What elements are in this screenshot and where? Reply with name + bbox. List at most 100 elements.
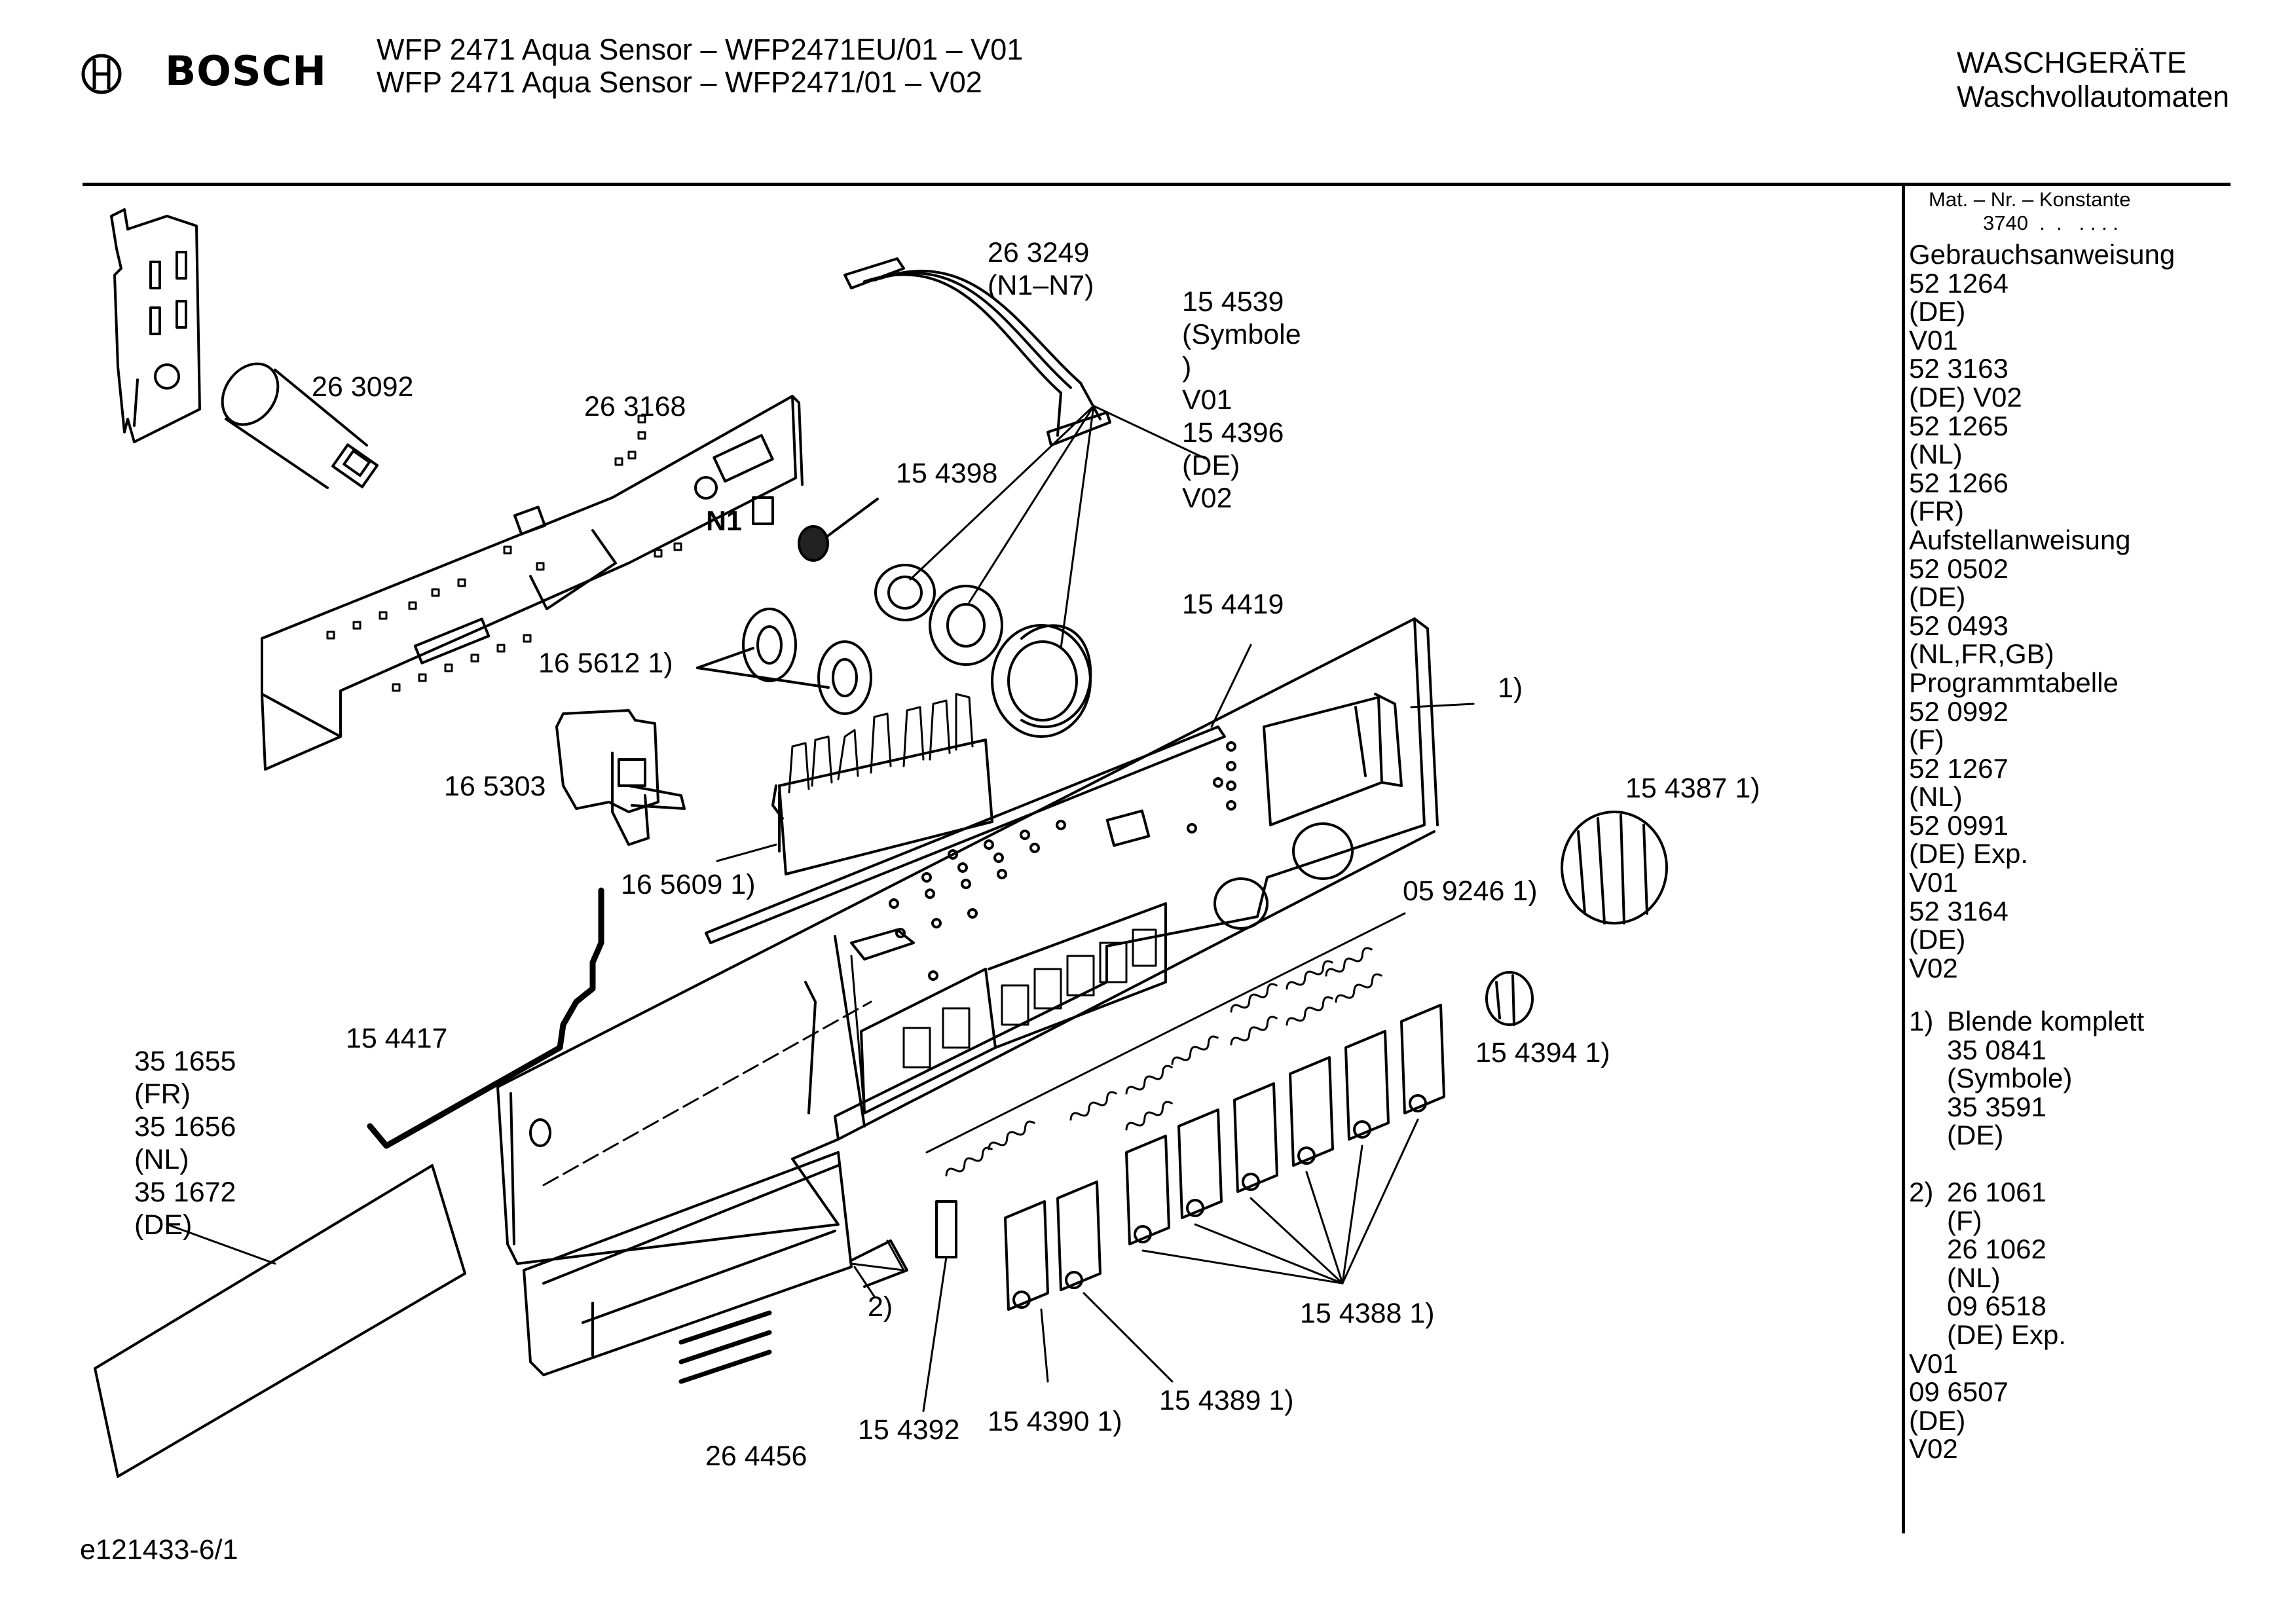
sidebar-note-line: 09 6518 — [1909, 1292, 2144, 1321]
sidebar-note-line: (NL) — [1909, 1264, 2144, 1292]
subcategory-title: Waschvollautomaten — [1957, 80, 2230, 113]
small-plate — [922, 1200, 957, 1412]
sidebar-line: 52 0493 — [1909, 610, 2009, 641]
sidebar-line: 52 1265 — [1909, 410, 2009, 441]
part-label-p154398: 15 4398 — [896, 458, 997, 489]
part-label-line: (DE) — [134, 1209, 192, 1241]
part-label-line: ) — [1182, 352, 1191, 383]
part-label-p059246: 05 9246 1) — [1403, 875, 1538, 907]
sidebar-line: (DE) — [1909, 581, 1966, 613]
sidebar-note-number — [1909, 1093, 1947, 1122]
circuit-board — [261, 395, 804, 771]
part-label-pN1: N1 — [706, 505, 742, 537]
sidebar-line: (F) — [1909, 724, 1944, 756]
sidebar-line: 52 0502 — [1909, 553, 2009, 584]
sidebar-note: 2)26 1061(F)26 1062(NL)09 6518(DE) Exp. — [1909, 1178, 2144, 1349]
part-label-line: (NL) — [134, 1144, 189, 1175]
mat-value: 3740 . . . . . . — [1983, 211, 2119, 236]
part-label-line: 35 1656 — [134, 1111, 236, 1143]
sidebar-line: V01 — [1909, 324, 1958, 356]
part-label-line: V02 — [1182, 483, 1232, 514]
sidebar-note-number: 2) — [1909, 1176, 1934, 1207]
sidebar-tail-line: V02 — [1909, 1433, 1958, 1465]
part-label-line: 16 5609 1) — [621, 869, 756, 900]
sidebar-note-text: (NL) — [1947, 1262, 2001, 1293]
part-label-p263168: 26 3168 — [584, 391, 686, 422]
part-label-line: 26 3168 — [584, 391, 686, 422]
control-panel-blende — [496, 617, 1439, 1384]
sidebar-note-number — [1909, 1264, 1947, 1292]
part-label-p263249: 26 3249(N1–N7) — [988, 237, 1094, 301]
sidebar-note-text: 09 6518 — [1947, 1291, 2046, 1322]
part-label-line: 26 3092 — [312, 371, 413, 403]
connector-block — [555, 709, 686, 846]
part-label-line: 15 4390 1) — [988, 1406, 1122, 1437]
cover-strip — [94, 1164, 466, 1478]
sidebar-note-text: 26 1061 — [1947, 1176, 2046, 1207]
sidebar-note-number — [1909, 1036, 1947, 1065]
part-label-line: 15 4398 — [896, 458, 997, 489]
part-label-p154390: 15 4390 1) — [988, 1406, 1122, 1437]
sidebar-note-line: (Symbole) — [1909, 1064, 2144, 1093]
button-leaders — [1040, 1118, 1419, 1383]
sidebar-line: (DE) Exp. — [1909, 838, 2029, 870]
drawing-id: e121433-6/1 — [80, 1534, 238, 1566]
sidebar-note-number — [1909, 1321, 1947, 1349]
part-label-line: 2) — [868, 1291, 893, 1323]
sidebar-line: (DE) — [1909, 924, 1966, 955]
sidebar-note-line: 35 3591 — [1909, 1093, 2144, 1122]
light-bar — [705, 644, 1252, 944]
small-knob — [1485, 971, 1534, 1026]
sidebar-line: 52 0992 — [1909, 695, 2009, 727]
sidebar-note-text: 35 0841 — [1947, 1034, 2046, 1065]
part-label-line: 15 4389 1) — [1159, 1385, 1294, 1416]
sidebar-note-text: 35 3591 — [1947, 1091, 2046, 1122]
dot-leader: . . . . . . — [2033, 211, 2119, 234]
sidebar-note-number: 1) — [1909, 1006, 1934, 1036]
sidebar-note-text: (DE) — [1947, 1120, 2004, 1151]
part-label-line: 15 4419 — [1182, 589, 1284, 620]
sidebar-note-number — [1909, 1207, 1947, 1236]
part-label-line: 16 5303 — [444, 771, 546, 802]
sidebar-line: (DE) V02 — [1909, 381, 2022, 412]
spring-set — [925, 912, 1406, 1177]
part-label-p351655: 35 1655(FR)35 1656(NL)35 1672(DE) — [134, 1046, 236, 1241]
part-label-line: N1 — [706, 505, 742, 537]
part-label-p165609: 16 5609 1) — [621, 869, 756, 900]
wire-harness — [367, 887, 604, 1149]
sidebar-line: (NL) — [1909, 781, 1963, 813]
sidebar-note-line: 2) 26 1061 — [1909, 1178, 2144, 1207]
sidebar-note-line: 35 0841 — [1909, 1034, 2144, 1065]
part-label-p154419: 15 4419 — [1182, 589, 1284, 620]
part-label-p154388: 15 4388 1) — [1300, 1298, 1435, 1329]
part-label-p154417: 15 4417 — [346, 1023, 447, 1054]
model-line-2: WFP 2471 Aqua Sensor – WFP2471/01 – V02 — [377, 65, 982, 99]
part-label-line: 15 4394 1) — [1475, 1037, 1610, 1069]
sidebar-note-text: 26 1062 — [1947, 1234, 2046, 1265]
part-label-line: (FR) — [134, 1078, 191, 1110]
part-label-line: (DE) — [1182, 450, 1240, 481]
sidebar-tail-line: 09 6507 — [1909, 1376, 2009, 1408]
label-strip — [850, 1239, 908, 1298]
bosch-logo-icon — [80, 52, 123, 96]
sidebar-line: (NL) — [1909, 439, 1963, 470]
part-label-line: 15 4417 — [346, 1023, 447, 1054]
part-label-p154394: 15 4394 1) — [1475, 1037, 1610, 1069]
sidebar-line: Programmtabelle — [1909, 667, 2119, 698]
part-label-p165303: 16 5303 — [444, 771, 546, 802]
part-label-p165612: 16 5612 1) — [538, 648, 673, 679]
rotary-switch-parts — [874, 564, 1092, 738]
part-label-line: 15 4392 — [858, 1414, 959, 1446]
part-label-line: 35 1655 — [134, 1046, 236, 1077]
sidebar-line: (FR) — [1909, 496, 1964, 527]
large-knob — [1561, 811, 1668, 925]
part-label-line: 26 4456 — [705, 1440, 807, 1472]
sidebar-note-text: (Symbole) — [1947, 1063, 2073, 1094]
ribbon-cable — [843, 257, 1111, 447]
small-knob-part — [798, 498, 879, 562]
part-label-line: 35 1672 — [134, 1177, 236, 1208]
